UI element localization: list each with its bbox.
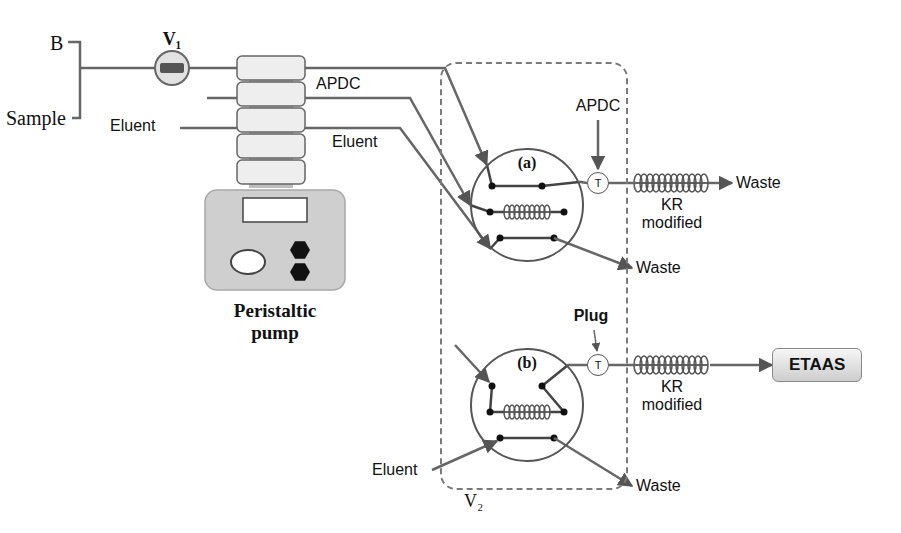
pump-input-tubes xyxy=(180,98,237,128)
coil-symbol xyxy=(544,205,550,219)
valve-b-internals xyxy=(490,386,505,412)
valve-a-ports xyxy=(487,209,494,216)
pump-illustration xyxy=(237,160,305,184)
tubing-connector xyxy=(710,364,772,367)
valve-a-ports xyxy=(487,183,568,242)
node-text: V₁ xyxy=(152,29,192,49)
valve-b-ports xyxy=(539,383,546,390)
input-bracket xyxy=(68,42,155,118)
waste-label: Waste xyxy=(636,477,681,495)
coil-symbol xyxy=(505,211,549,213)
flow-arrow xyxy=(554,238,632,268)
valve-b-ports xyxy=(561,409,568,416)
tubing-connector xyxy=(305,68,487,165)
selection-valve-icon xyxy=(155,51,189,85)
valve-icon: V₁ xyxy=(152,29,192,87)
tee-connector: T xyxy=(587,354,609,376)
stream-label: Eluent xyxy=(372,461,417,479)
stream-label: B xyxy=(50,31,63,55)
stream-label: Sample xyxy=(6,106,66,130)
tubing-connector xyxy=(579,182,587,183)
valve-b-ports xyxy=(497,435,504,442)
coil-symbol xyxy=(544,405,550,419)
plug-leader-line xyxy=(594,330,597,351)
selection-valve-icon xyxy=(155,51,189,85)
six-port-valve: (a) xyxy=(470,148,584,262)
node-text: T xyxy=(595,359,602,371)
flow-arrow xyxy=(708,182,732,185)
coil-symbol xyxy=(505,411,549,413)
node-text: T xyxy=(595,177,602,189)
detector-box: ETAAS xyxy=(772,348,862,382)
pump-illustration xyxy=(231,250,265,274)
pump-illustration xyxy=(237,134,305,158)
input-bracket xyxy=(68,42,155,118)
valve-a-ports xyxy=(497,235,504,242)
pump-illustration xyxy=(205,190,345,290)
pump-illustration xyxy=(243,198,307,222)
stream-label: Eluent xyxy=(110,117,155,135)
valve-a-internals xyxy=(470,165,579,249)
flow-arrow xyxy=(597,120,600,169)
node-text: KR modified xyxy=(632,196,712,232)
tubing-connector xyxy=(609,364,636,367)
valve-a-ports xyxy=(539,183,546,190)
node-text: (a) xyxy=(472,150,582,172)
node-text: V₂ xyxy=(464,490,483,512)
pump-illustration xyxy=(290,263,310,280)
edge-label: APDC xyxy=(314,75,362,93)
waste-label: Waste xyxy=(636,259,681,277)
selection-valve-icon xyxy=(160,63,184,73)
pump-illustration xyxy=(237,56,305,80)
valve-b-ports xyxy=(487,409,494,416)
switching-valve-region: (a)T(b)TV₂ xyxy=(440,62,628,490)
valve-b-ports xyxy=(489,383,496,390)
valve-b-internals xyxy=(490,365,568,438)
coil-symbol xyxy=(700,356,708,374)
reagent-label: APDC xyxy=(576,97,620,115)
valve-b-ports xyxy=(487,383,568,442)
node-text: ETAAS xyxy=(789,355,845,375)
flow-arrow xyxy=(554,438,632,486)
tee-connector: T xyxy=(587,172,609,194)
tubing-connector xyxy=(305,128,490,249)
node-text: Peristaltic pump xyxy=(219,300,331,344)
pump-input-tubes xyxy=(180,127,237,130)
coil-symbol xyxy=(700,174,708,192)
tubing-connector xyxy=(609,182,636,185)
peristaltic-pump: Peristaltic pump xyxy=(205,56,345,344)
pump-illustration xyxy=(237,108,305,132)
valve-b-internals xyxy=(500,437,554,440)
callout-label: Plug xyxy=(574,307,609,325)
valve-a-ports xyxy=(561,209,568,216)
node-text: (b) xyxy=(472,350,582,372)
valve-a-ports xyxy=(489,183,496,190)
tubing-connector xyxy=(189,67,237,70)
edge-label: Eluent xyxy=(330,133,379,151)
knotted-reactor: KR modified xyxy=(632,170,712,232)
knotted-reactor: KR modified xyxy=(632,352,712,414)
tubing-connector xyxy=(568,364,587,367)
pump-illustration xyxy=(290,241,310,258)
plug-leader-line xyxy=(594,330,597,351)
waste-label: Waste xyxy=(736,174,781,192)
pump-illustration xyxy=(237,82,305,106)
six-port-valve: (b) xyxy=(470,348,584,462)
flow-arrow xyxy=(455,345,489,382)
flow-arrow xyxy=(432,120,732,486)
pump-input-tubes xyxy=(207,97,237,100)
node-text: KR modified xyxy=(632,378,712,414)
